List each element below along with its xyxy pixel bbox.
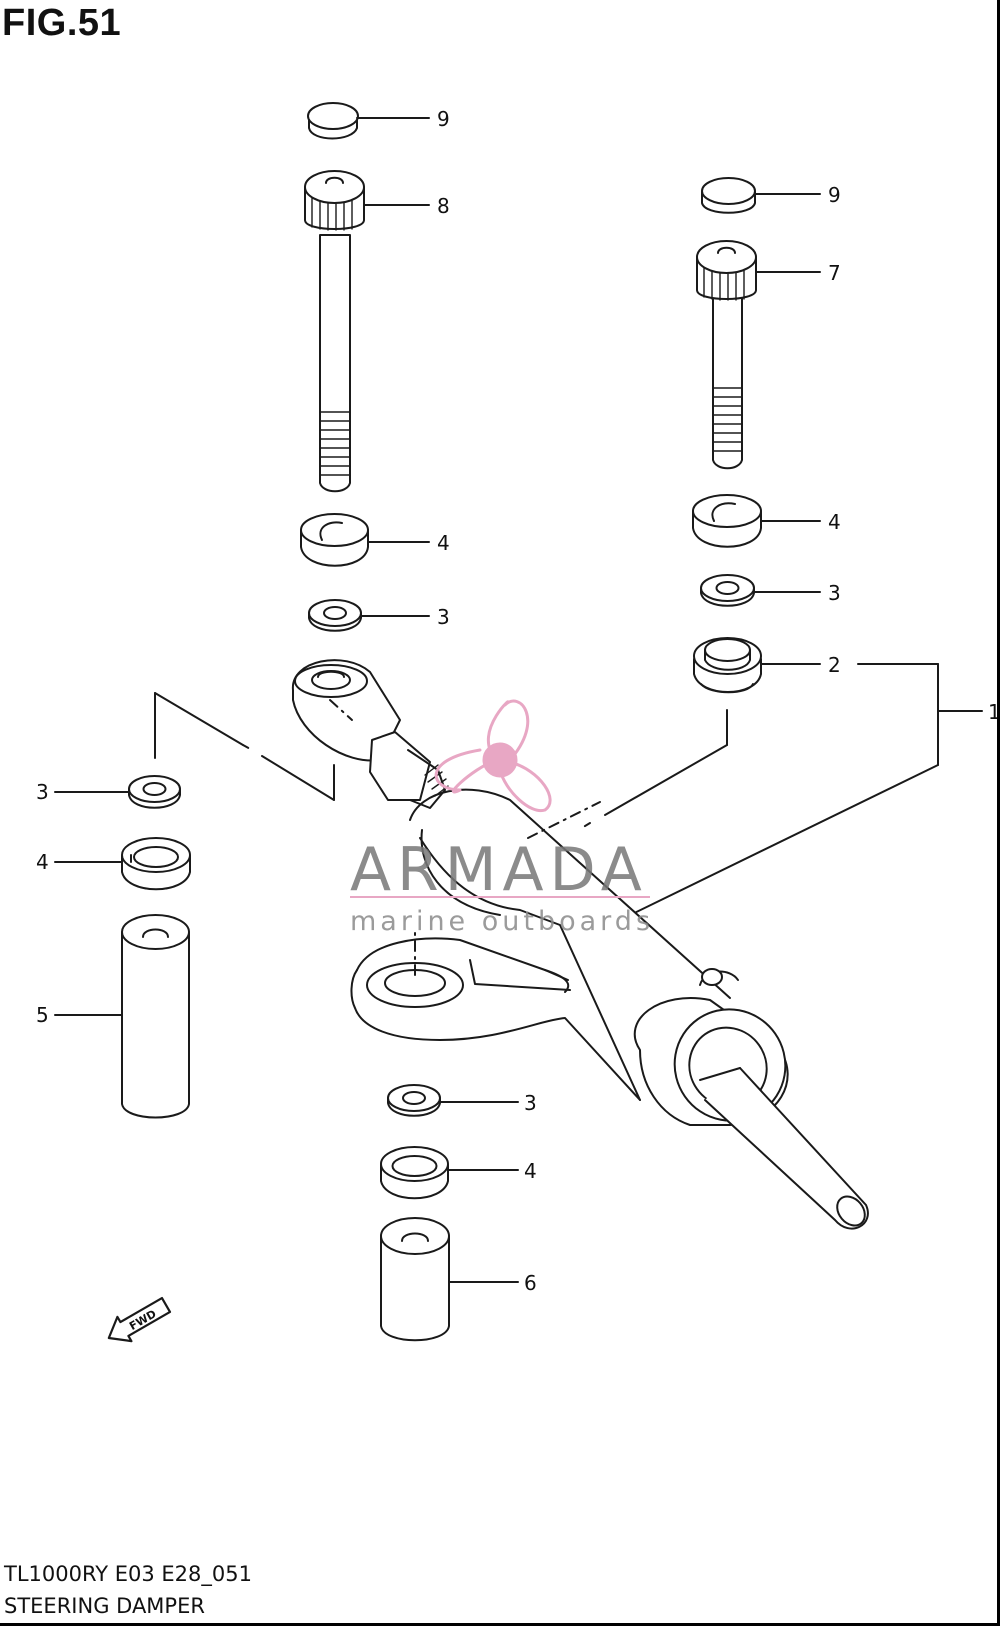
callout-long-collar: 5 bbox=[36, 1003, 49, 1027]
callout-right-bushing: 2 bbox=[828, 653, 841, 677]
watermark: ARMADA marine outboards bbox=[350, 699, 654, 937]
cup-washer-side[interactable] bbox=[121, 837, 191, 891]
frame-bottom-border bbox=[0, 1623, 1000, 1626]
callout-short-bolt: 7 bbox=[828, 261, 841, 285]
figure-label: FIG.51 bbox=[2, 2, 122, 44]
assembly-line-left bbox=[154, 692, 335, 801]
cup-washer-lower[interactable] bbox=[380, 1146, 449, 1200]
cap-top-right[interactable] bbox=[701, 177, 756, 214]
callout-top-right-cap: 9 bbox=[828, 183, 841, 207]
section-title: STEERING DAMPER bbox=[4, 1594, 205, 1618]
short-collar[interactable] bbox=[380, 1217, 450, 1342]
steering-damper[interactable] bbox=[291, 659, 871, 1231]
callout-top-left-cap: 9 bbox=[437, 107, 450, 131]
thick-washer-left[interactable] bbox=[300, 513, 369, 567]
short-bolt[interactable] bbox=[696, 240, 757, 470]
watermark-underline bbox=[350, 896, 650, 898]
callout-right-thin-washer: 3 bbox=[828, 581, 841, 605]
callout-lower-thin-washer: 3 bbox=[524, 1091, 537, 1115]
fwd-arrow-icon: FWD bbox=[107, 1296, 172, 1343]
thin-washer-left[interactable] bbox=[308, 599, 362, 632]
callout-side-cup-washer: 4 bbox=[36, 850, 49, 874]
callout-right-thick-washer: 4 bbox=[828, 510, 841, 534]
cap-top-left[interactable] bbox=[307, 102, 359, 140]
long-bolt[interactable] bbox=[304, 170, 365, 493]
assembly-line-right bbox=[579, 709, 728, 830]
thin-washer-lower[interactable] bbox=[387, 1084, 441, 1117]
watermark-brand: ARMADA bbox=[350, 835, 648, 905]
propeller-logo-icon bbox=[434, 699, 552, 813]
thick-washer-right[interactable] bbox=[692, 494, 762, 548]
long-collar[interactable] bbox=[121, 914, 190, 1119]
rubber-bushing[interactable] bbox=[693, 637, 762, 694]
thin-washer-side[interactable] bbox=[128, 775, 181, 809]
callout-left-thick-washer: 4 bbox=[437, 531, 450, 555]
leader-damper-assembly bbox=[619, 663, 983, 921]
watermark-tagline: marine outboards bbox=[350, 906, 654, 937]
frame-right-border bbox=[997, 0, 1000, 1626]
callout-left-thin-washer: 3 bbox=[437, 605, 450, 629]
callout-side-thin-washer: 3 bbox=[36, 780, 49, 804]
thin-washer-right[interactable] bbox=[700, 574, 755, 607]
model-code: TL1000RY E03 E28_051 bbox=[4, 1562, 252, 1586]
callout-short-collar: 6 bbox=[524, 1271, 537, 1295]
callout-lower-cup-washer: 4 bbox=[524, 1159, 537, 1183]
callout-long-bolt: 8 bbox=[437, 194, 450, 218]
